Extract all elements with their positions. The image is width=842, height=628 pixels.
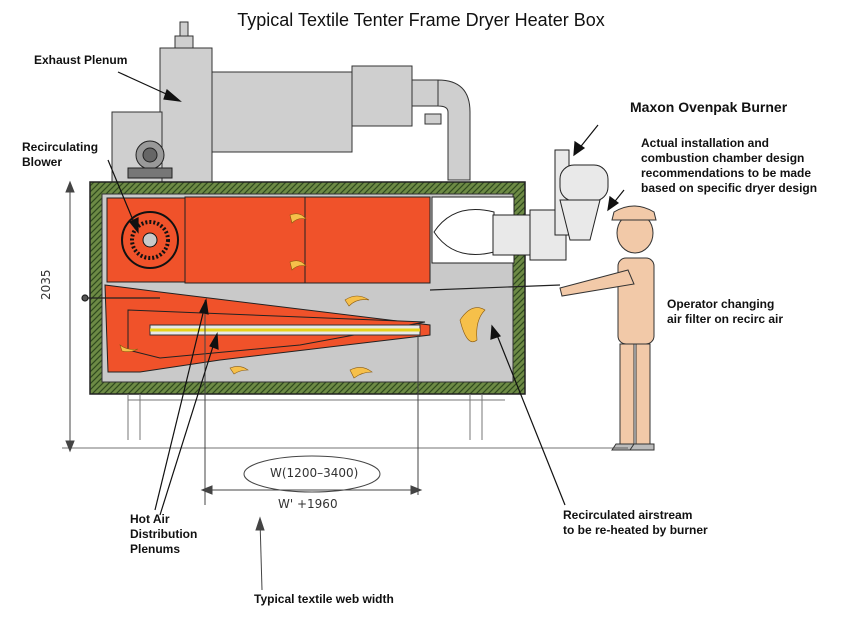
blower-wheel [121,211,179,269]
diagram-title: Typical Textile Tenter Frame Dryer Heate… [237,10,605,30]
label-operator: Operator changing air filter on recirc a… [667,297,784,326]
maxon-burner-assembly [492,149,609,261]
label-recirculating-blower: Recirculating Blower [22,140,99,169]
airflow-arrows [119,213,486,379]
label-web-width: Typical textile web width [254,592,394,606]
dimension-lines [62,180,628,591]
label-hot-air-plenums: Hot Air Distribution Plenums [130,512,198,556]
label-recirculated-airstream: Recirculated airstream to be re-heated b… [563,508,708,537]
blower-motor [127,140,173,179]
fabric-web [149,324,421,336]
operator-figure [559,205,657,451]
label-maxon-burner: Maxon Ovenpak Burner [630,99,788,115]
label-exhaust-plenum: Exhaust Plenum [34,53,128,67]
exhaust-stack [111,21,471,184]
dimension-width-total: W' +1960 [278,497,338,511]
dimension-width-range: W(1200–3400) [270,466,359,480]
support-frame [127,394,505,440]
dimension-height: 2035 [39,269,53,300]
annotation-arrows [107,71,625,516]
filter-handle [81,284,561,302]
label-installation-note: Actual installation and combustion chamb… [641,136,818,195]
